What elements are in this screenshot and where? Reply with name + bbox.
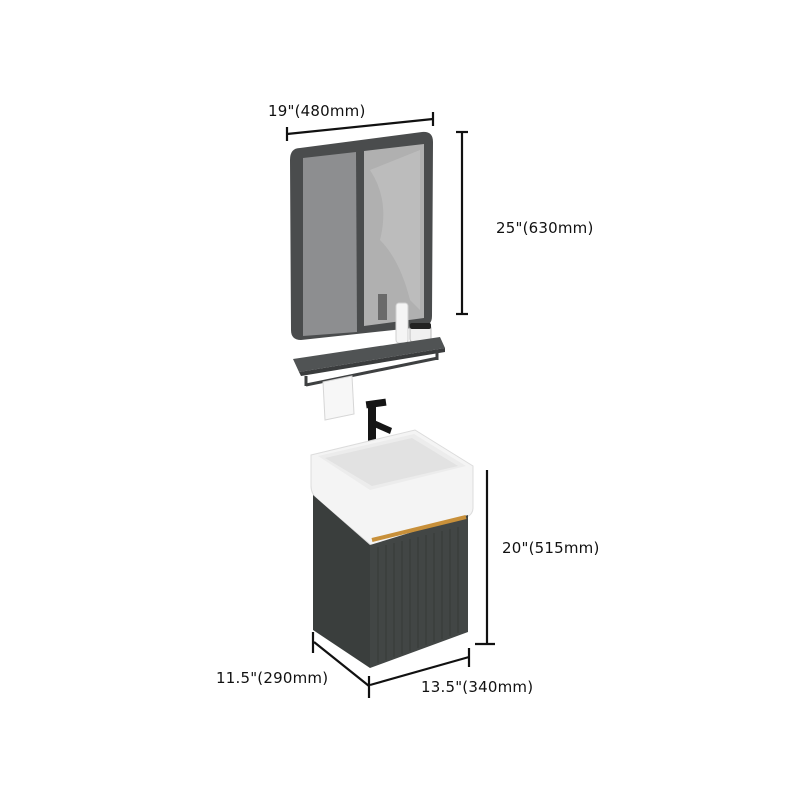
cabinet-height-label: 20"(515mm) (502, 539, 600, 557)
wall-cabinet (313, 495, 468, 668)
ceramic-sink (310, 429, 474, 547)
cabinet-depth-dimension-line (311, 632, 371, 698)
mirror (290, 131, 433, 340)
mirror-height-dimension-line (456, 130, 468, 316)
toiletries (395, 302, 432, 344)
faucet (365, 398, 392, 447)
cabinet-width-label: 13.5"(340mm) (421, 678, 534, 696)
mirror-width-dimension-line (285, 112, 435, 141)
mirror-height-label: 25"(630mm) (496, 219, 594, 237)
cabinet-handle (371, 515, 467, 542)
mirror-width-label: 19"(480mm) (268, 102, 366, 120)
cabinet-width-dimension-line (369, 648, 471, 687)
shelf-with-towel-bar (293, 337, 445, 421)
cabinet-depth-label: 11.5"(290mm) (216, 669, 329, 687)
cabinet-height-dimension-line (475, 470, 495, 646)
